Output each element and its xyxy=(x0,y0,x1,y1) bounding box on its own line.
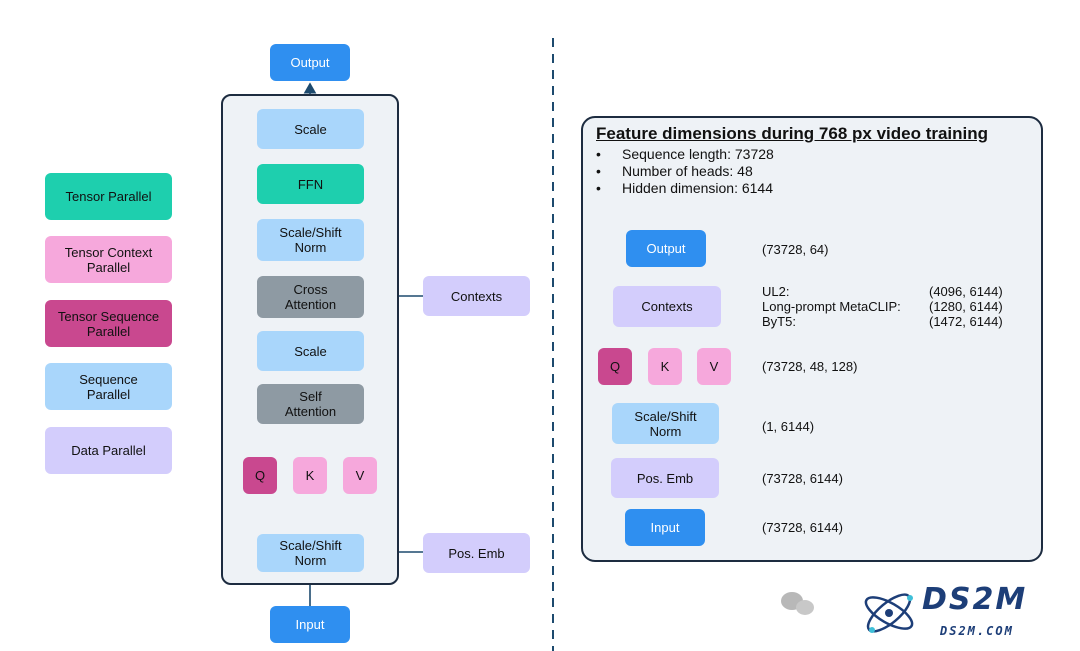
block-contexts: Contexts xyxy=(423,276,530,316)
feat-context-dims: (4096, 6144) (1280, 6144) (1472, 6144) xyxy=(929,284,1003,329)
feat-contexts: Contexts xyxy=(613,286,721,327)
block-input: Input xyxy=(270,606,350,643)
watermark-url: DS2M.COM xyxy=(940,624,1014,638)
block-output: Output xyxy=(270,44,350,81)
feat-k: K xyxy=(648,348,682,385)
feat-qkv-dim: (73728, 48, 128) xyxy=(762,359,858,374)
block-scale-shift-norm-top: Scale/Shift Norm xyxy=(257,219,364,261)
ctx-byt5-dim: (1472, 6144) xyxy=(929,314,1003,329)
block-scale-shift-norm-bottom: Scale/Shift Norm xyxy=(257,534,364,572)
legend-tensor-parallel: Tensor Parallel xyxy=(45,173,172,220)
legend-data-parallel: Data Parallel xyxy=(45,427,172,474)
block-scale-mid: Scale xyxy=(257,331,364,371)
feat-output-dim: (73728, 64) xyxy=(762,242,829,257)
feat-output: Output xyxy=(626,230,706,267)
ctx-ul2: UL2: xyxy=(762,284,790,299)
ctx-byt5: ByT5: xyxy=(762,314,796,329)
feat-norm-dim: (1, 6144) xyxy=(762,419,815,434)
feat-posemb-dim: (73728, 6144) xyxy=(762,471,843,486)
block-pos-emb: Pos. Emb xyxy=(423,533,530,573)
legend-tensor-sequence-parallel: Tensor Sequence Parallel xyxy=(45,300,172,347)
feat-context-names: UL2: Long-prompt MetaCLIP: ByT5: xyxy=(762,284,901,329)
ctx-metaclip-dim: (1280, 6144) xyxy=(929,299,1003,314)
block-scale-top: Scale xyxy=(257,109,364,149)
feat-input-dim: (73728, 6144) xyxy=(762,520,843,535)
block-k: K xyxy=(293,457,327,494)
ctx-metaclip: Long-prompt MetaCLIP: xyxy=(762,299,901,314)
bullet-num-heads: Number of heads: 48 xyxy=(622,163,753,179)
chat-bubble-small-icon xyxy=(796,600,814,615)
legend-tensor-context-parallel: Tensor Context Parallel xyxy=(45,236,172,283)
legend-sequence-parallel: Sequence Parallel xyxy=(45,363,172,410)
feature-dimensions-title: Feature dimensions during 768 px video t… xyxy=(596,124,989,143)
watermark-brand: DS2M xyxy=(922,582,1028,617)
block-ffn: FFN xyxy=(257,164,364,204)
feat-q: Q xyxy=(598,348,632,385)
atom-logo-icon xyxy=(864,593,914,633)
bullet-hidden-dim: Hidden dimension: 6144 xyxy=(622,180,773,196)
block-v: V xyxy=(343,457,377,494)
block-self-attention: Self Attention xyxy=(257,384,364,424)
ctx-ul2-dim: (4096, 6144) xyxy=(929,284,1003,299)
block-q: Q xyxy=(243,457,277,494)
feature-bullets: •Sequence length: 73728 •Number of heads… xyxy=(596,146,774,196)
feat-input: Input xyxy=(625,509,705,546)
feat-pos-emb: Pos. Emb xyxy=(611,458,719,498)
block-cross-attention: Cross Attention xyxy=(257,276,364,318)
feat-scale-shift-norm: Scale/Shift Norm xyxy=(612,403,719,444)
feat-v: V xyxy=(697,348,731,385)
bullet-sequence-length: Sequence length: 73728 xyxy=(622,146,774,162)
